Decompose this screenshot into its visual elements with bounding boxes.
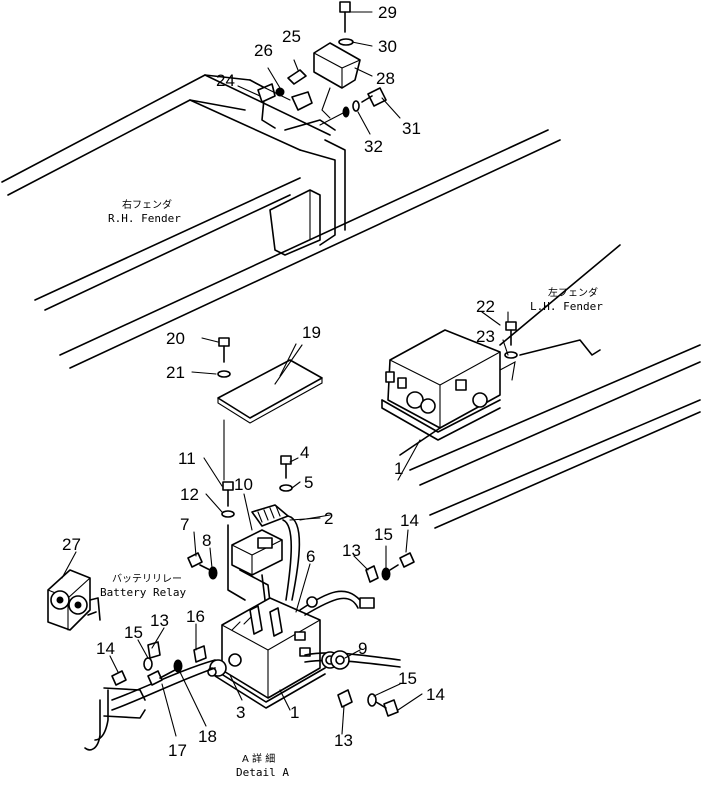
callout-14-lower: 14 <box>426 685 445 704</box>
callout-11: 11 <box>178 449 196 468</box>
callout-numbers: 29 30 25 26 24 28 31 32 22 23 1 19 20 21… <box>62 3 495 760</box>
detail-a-label-en: Detail A <box>236 766 289 779</box>
detail-a-controller <box>84 455 401 751</box>
callout-3: 3 <box>236 703 245 722</box>
lh-fender-label-jp: 左フェンダ <box>548 286 598 299</box>
battery-relay-label-jp: バッテリリレー <box>112 573 182 585</box>
callout-28: 28 <box>376 69 395 88</box>
callout-24: 24 <box>216 71 235 90</box>
fender-bracket-hardware <box>254 69 313 111</box>
callout-13-left: 13 <box>150 611 169 630</box>
detail-a-fasteners <box>111 552 415 717</box>
leader-lines <box>61 11 509 737</box>
callout-21: 21 <box>166 363 185 382</box>
callout-5: 5 <box>304 473 313 492</box>
callout-10: 10 <box>234 475 253 494</box>
callout-7: 7 <box>180 515 189 534</box>
fender-labels: 右フェンダ R.H. Fender 左フェンダ L.H. Fender バッテリ… <box>100 198 603 779</box>
callout-27: 27 <box>62 535 81 554</box>
callout-25: 25 <box>282 27 301 46</box>
callout-4: 4 <box>300 443 309 462</box>
rh-fender <box>1 74 561 369</box>
callout-13-lower: 13 <box>334 731 353 750</box>
callout-19: 19 <box>302 323 321 342</box>
controller-1-installed <box>381 329 516 456</box>
callout-26: 26 <box>254 41 273 60</box>
callout-18: 18 <box>198 727 217 746</box>
callout-9: 9 <box>358 639 367 658</box>
callout-32: 32 <box>364 137 383 156</box>
callout-1-detail: 1 <box>290 703 299 722</box>
callout-22: 22 <box>476 297 495 316</box>
battery-relay-label-en: Battery Relay <box>100 586 186 599</box>
lh-fender-label-en: L.H. Fender <box>530 300 603 313</box>
callout-17: 17 <box>168 741 187 760</box>
callout-20: 20 <box>166 329 185 348</box>
rh-fender-label-en: R.H. Fender <box>108 212 181 225</box>
detail-a-label-jp: A 詳 細 <box>242 752 275 765</box>
callout-12: 12 <box>180 485 199 504</box>
relay-box-28 <box>313 1 387 126</box>
callout-8: 8 <box>202 531 211 550</box>
callout-23: 23 <box>476 327 495 346</box>
callout-15-upper: 15 <box>374 525 393 544</box>
callout-13-upper: 13 <box>342 541 361 560</box>
callout-14-upper: 14 <box>400 511 419 530</box>
callout-2: 2 <box>324 509 333 528</box>
callout-30: 30 <box>378 37 397 56</box>
callout-16: 16 <box>186 607 205 626</box>
cover-plate-19 <box>217 337 323 481</box>
callout-6: 6 <box>306 547 315 566</box>
rh-fender-label-jp: 右フェンダ <box>122 198 172 211</box>
callout-15-left: 15 <box>124 623 143 642</box>
callout-15-lower: 15 <box>398 669 417 688</box>
callout-31: 31 <box>402 119 421 138</box>
lh-fender <box>409 244 701 529</box>
callout-1-lh: 1 <box>394 459 403 478</box>
callout-14-left: 14 <box>96 639 115 658</box>
battery-relay-27 <box>47 569 101 631</box>
callout-29: 29 <box>378 3 397 22</box>
